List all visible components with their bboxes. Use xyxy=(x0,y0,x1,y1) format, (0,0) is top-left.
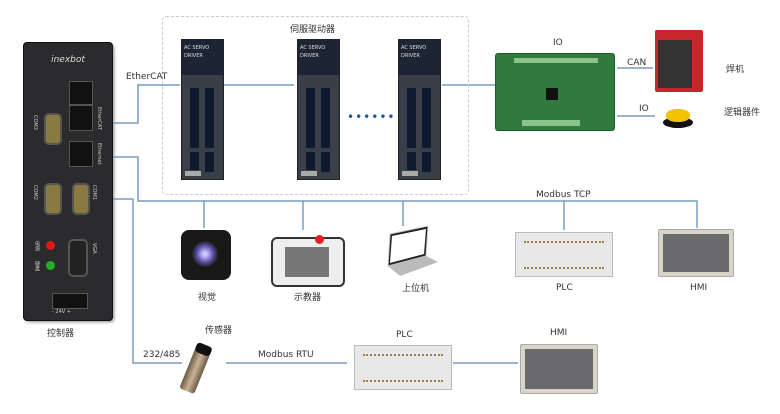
plc-bottom-label: PLC xyxy=(396,330,413,340)
ethercat-port-label: EtherCAT xyxy=(96,107,102,130)
power-terminal xyxy=(52,293,88,309)
sensor-label: 传感器 xyxy=(205,326,233,336)
com2-port xyxy=(44,183,62,215)
vision-label: 视觉 xyxy=(198,293,217,303)
logic-button xyxy=(663,108,693,128)
disk-led-label: 硬盘 xyxy=(34,261,40,271)
controller-label: 控制器 xyxy=(47,329,75,339)
welder-label: 焊机 xyxy=(726,65,745,75)
ethercat-line xyxy=(112,84,180,124)
hmi-bottom-label: HMI xyxy=(550,328,568,338)
servo-driver-1: AC SERVO DRIVER xyxy=(181,39,224,180)
io-board xyxy=(496,54,614,130)
servo-driver-label: AC SERVO DRIVER xyxy=(182,40,223,75)
servo-driver-3: AC SERVO DRIVER xyxy=(398,39,441,180)
ethercat-port xyxy=(69,105,93,131)
teach-pendant xyxy=(271,235,345,287)
hmi-top-label: HMI xyxy=(690,283,708,293)
logic-label: 逻辑器件 xyxy=(724,108,761,118)
modbus-tcp-label: Modbus TCP xyxy=(536,190,591,200)
modbus-rtu-label: Modbus RTU xyxy=(258,350,314,360)
vision-camera xyxy=(181,230,231,280)
serial-line xyxy=(110,198,182,364)
com1-port xyxy=(72,183,90,215)
pendant-label: 示教器 xyxy=(294,293,322,303)
hmi-top xyxy=(658,229,734,277)
vga-port xyxy=(68,239,88,277)
ellipsis: •••••• xyxy=(347,110,396,124)
disk-led xyxy=(46,261,55,270)
serial-label: 232/485 xyxy=(143,350,181,360)
controller: inexbot EtherCAT Ethernet COM3 COM2 COM1… xyxy=(24,43,112,320)
ethernet-port-label: Ethernet xyxy=(96,143,102,165)
servo-group xyxy=(162,16,469,195)
plc-bottom xyxy=(354,345,452,390)
plc-top xyxy=(515,232,613,277)
ethercat-label: EtherCAT xyxy=(126,72,168,82)
power-led-label: 电源 xyxy=(34,241,40,251)
ethernet-port xyxy=(69,141,93,167)
plc-top-label: PLC xyxy=(556,283,573,293)
power-led xyxy=(46,241,55,250)
servo-driver-2: AC SERVO DRIVER xyxy=(297,39,340,180)
ethernet-line xyxy=(112,156,698,228)
hmi-bottom xyxy=(520,344,598,394)
com3-label: COM3 xyxy=(32,115,38,130)
com3-port xyxy=(44,113,62,145)
can-label: CAN xyxy=(627,58,647,68)
com1-label: COM1 xyxy=(91,185,97,200)
io-link-label: IO xyxy=(639,104,649,114)
pc-label: 上位机 xyxy=(402,284,430,294)
laptop-icon xyxy=(387,226,438,276)
servo-driver-label: AC SERVO DRIVER xyxy=(298,40,339,75)
power-label: - 24V + xyxy=(52,309,71,315)
brand-logo: inexbot xyxy=(51,55,85,65)
usb-port xyxy=(69,81,93,105)
welder xyxy=(655,30,703,92)
servo-group-title: 伺服驱动器 xyxy=(290,25,336,35)
servo-driver-label: AC SERVO DRIVER xyxy=(399,40,440,75)
io-board-label: IO xyxy=(553,38,563,48)
vga-label: VGA xyxy=(91,243,97,254)
com2-label: COM2 xyxy=(32,185,38,200)
